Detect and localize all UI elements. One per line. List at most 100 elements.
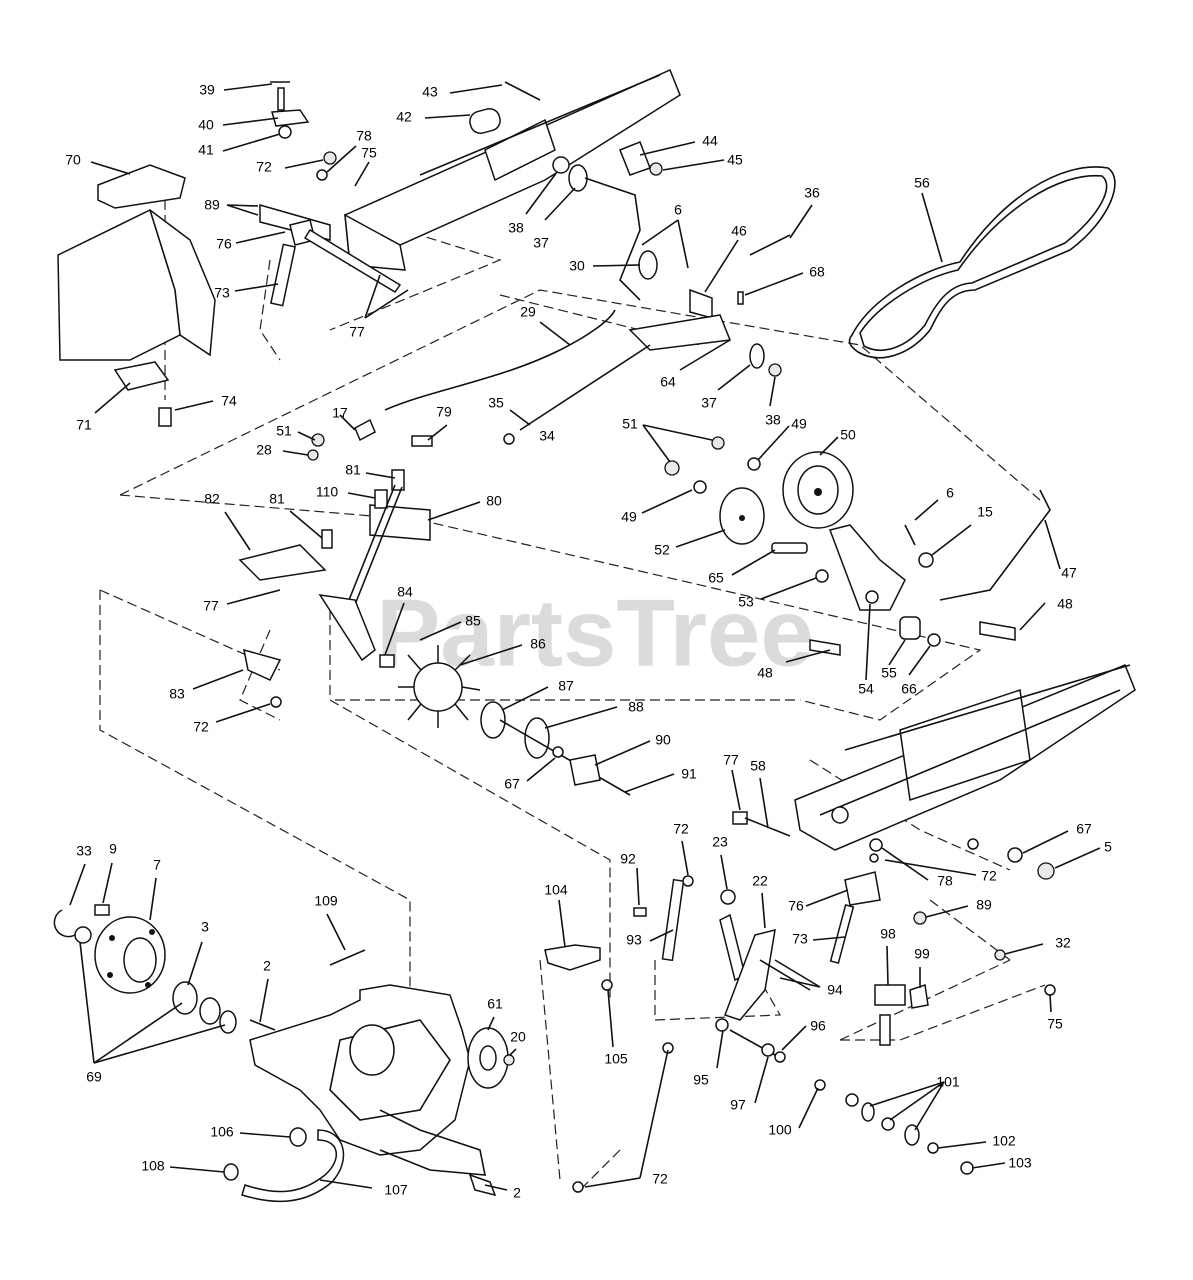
callout-2b: 2 bbox=[513, 1185, 521, 1201]
fan-and-axle bbox=[379, 645, 631, 796]
callout-82: 82 bbox=[204, 491, 220, 507]
fender-panel bbox=[57, 164, 216, 427]
callout-58: 58 bbox=[750, 758, 766, 774]
callout-36: 36 bbox=[804, 185, 820, 201]
callout-52: 52 bbox=[654, 542, 670, 558]
callout-28: 28 bbox=[256, 442, 272, 458]
callout-22: 22 bbox=[752, 873, 768, 889]
callout-77: 77 bbox=[349, 324, 365, 340]
callout-101: 101 bbox=[936, 1074, 960, 1090]
callout-49b: 49 bbox=[621, 509, 637, 525]
callout-74: 74 bbox=[221, 393, 237, 409]
callout-89b: 89 bbox=[976, 897, 992, 913]
rods-and-links bbox=[354, 309, 1051, 601]
callout-92: 92 bbox=[620, 851, 636, 867]
callout-103: 103 bbox=[1008, 1155, 1032, 1171]
pedal-linkage bbox=[633, 875, 811, 1063]
callout-70: 70 bbox=[65, 152, 81, 168]
steering-bracket bbox=[259, 204, 402, 307]
callout-81: 81 bbox=[345, 462, 361, 478]
callout-38b: 38 bbox=[765, 412, 781, 428]
callout-93: 93 bbox=[626, 932, 642, 948]
callout-102: 102 bbox=[992, 1133, 1016, 1149]
callout-98: 98 bbox=[880, 926, 896, 942]
callout-72d: 72 bbox=[981, 868, 997, 884]
callout-34: 34 bbox=[539, 428, 555, 444]
callout-67: 67 bbox=[504, 776, 520, 792]
callout-68: 68 bbox=[809, 264, 825, 280]
callout-2: 2 bbox=[263, 958, 271, 974]
callout-88: 88 bbox=[628, 699, 644, 715]
callout-7: 7 bbox=[153, 857, 161, 873]
callout-38: 38 bbox=[508, 220, 524, 236]
callout-44: 44 bbox=[702, 133, 718, 149]
callout-78: 78 bbox=[356, 128, 372, 144]
transaxle bbox=[249, 944, 674, 1197]
callout-17: 17 bbox=[332, 405, 348, 421]
callout-53: 53 bbox=[738, 594, 754, 610]
callout-69: 69 bbox=[86, 1069, 102, 1085]
callout-91: 91 bbox=[681, 766, 697, 782]
hose-assembly bbox=[223, 1127, 345, 1203]
callout-46: 46 bbox=[731, 223, 747, 239]
callout-labels: 39 40 41 43 42 78 72 75 70 89 76 73 77 7… bbox=[65, 82, 1112, 1201]
lift-hardware-right bbox=[732, 811, 1055, 964]
callout-95: 95 bbox=[693, 1072, 709, 1088]
callout-9: 9 bbox=[109, 841, 117, 857]
callout-72b: 72 bbox=[193, 719, 209, 735]
callout-41: 41 bbox=[198, 142, 214, 158]
callout-64: 64 bbox=[660, 374, 676, 390]
callout-77c: 77 bbox=[723, 752, 739, 768]
frame-rail-top bbox=[344, 68, 681, 271]
callout-89: 89 bbox=[204, 197, 220, 213]
callout-20: 20 bbox=[510, 1029, 526, 1045]
callout-110: 110 bbox=[316, 484, 339, 500]
callout-109: 109 bbox=[314, 893, 338, 909]
callout-6: 6 bbox=[674, 202, 682, 218]
callout-67b: 67 bbox=[1076, 821, 1092, 837]
callout-5: 5 bbox=[1104, 839, 1112, 855]
callout-99: 99 bbox=[914, 946, 930, 962]
callout-48b: 48 bbox=[757, 665, 773, 681]
callout-76: 76 bbox=[216, 236, 232, 252]
callout-23: 23 bbox=[712, 834, 728, 850]
callout-33: 33 bbox=[76, 843, 92, 859]
hardware-top-left bbox=[270, 81, 663, 181]
callout-77b: 77 bbox=[203, 598, 219, 614]
callout-3: 3 bbox=[201, 919, 209, 935]
callout-97: 97 bbox=[730, 1097, 746, 1113]
callout-37: 37 bbox=[533, 235, 549, 251]
callout-49: 49 bbox=[791, 416, 807, 432]
frame-rail-right bbox=[794, 664, 1136, 851]
callout-45: 45 bbox=[727, 152, 743, 168]
callout-86: 86 bbox=[530, 636, 546, 652]
callout-51b: 51 bbox=[622, 416, 638, 432]
callout-15: 15 bbox=[977, 504, 993, 520]
callout-85: 85 bbox=[465, 613, 481, 629]
callout-72e: 72 bbox=[652, 1171, 668, 1187]
callout-108: 108 bbox=[141, 1158, 165, 1174]
callout-73: 73 bbox=[214, 285, 230, 301]
callout-56: 56 bbox=[914, 175, 930, 191]
idler-pulleys bbox=[307, 433, 1016, 656]
callout-32: 32 bbox=[1055, 935, 1071, 951]
callout-72: 72 bbox=[256, 159, 272, 175]
callout-96: 96 bbox=[810, 1018, 826, 1034]
callout-47: 47 bbox=[1061, 565, 1077, 581]
callout-30: 30 bbox=[569, 258, 585, 274]
callout-51: 51 bbox=[276, 423, 292, 439]
wheel-hub-assembly bbox=[53, 904, 276, 1034]
callout-107: 107 bbox=[384, 1182, 408, 1198]
callout-39: 39 bbox=[199, 82, 215, 98]
callout-75: 75 bbox=[361, 145, 377, 161]
callout-37b: 37 bbox=[701, 395, 717, 411]
callout-50: 50 bbox=[840, 427, 856, 443]
callout-35: 35 bbox=[488, 395, 504, 411]
callout-105: 105 bbox=[604, 1051, 628, 1067]
callout-72c: 72 bbox=[673, 821, 689, 837]
leader-lines bbox=[69, 83, 1101, 1191]
brackets-lower-right bbox=[814, 984, 1056, 1175]
callout-84: 84 bbox=[397, 584, 413, 600]
